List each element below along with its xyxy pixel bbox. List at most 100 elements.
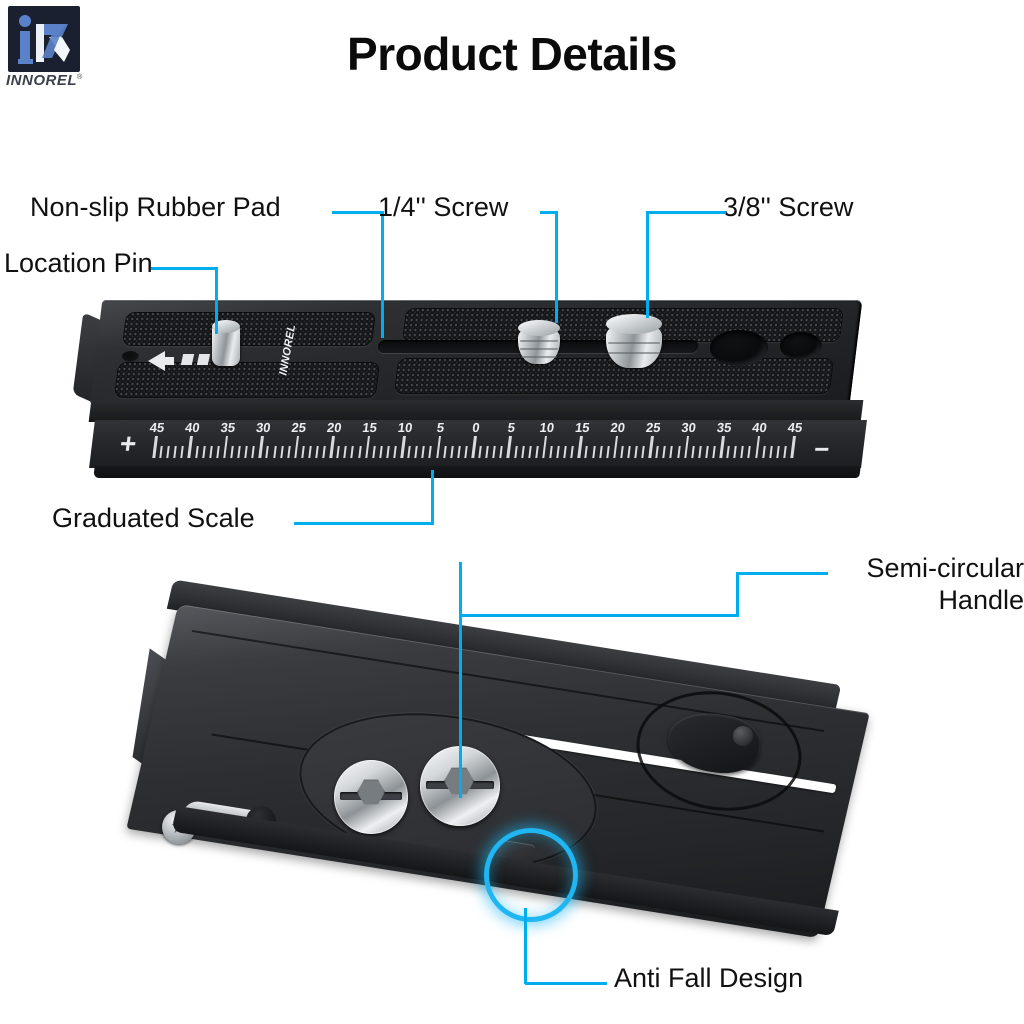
scale-tick-minor — [776, 446, 780, 458]
scale-tick-minor — [478, 446, 482, 458]
scale-tick-minor — [457, 446, 461, 458]
scale-tick-minor — [393, 446, 397, 458]
callout-three-eighths-inch-screw: 3/8'' Screw — [723, 192, 854, 222]
leader-rubber-pad-h — [332, 211, 384, 214]
scale-tick-minor — [591, 446, 596, 458]
scale-tick-minor — [265, 446, 270, 458]
leader-handle-h — [736, 572, 828, 575]
scale-tick-minor — [421, 446, 426, 458]
scale-tick-major — [400, 436, 406, 458]
scale-tick-minor — [208, 446, 213, 458]
scale-number: 40 — [184, 420, 201, 435]
scale-tick-minor — [442, 446, 447, 458]
leader-handle-h2 — [459, 614, 739, 617]
quarter-inch-screw-head — [518, 320, 560, 336]
plate-small-hole — [122, 351, 139, 362]
scale-tick-minor — [740, 446, 745, 458]
scale-tick-minor — [712, 446, 716, 458]
brand-name-text: INNOREL — [6, 72, 77, 89]
anti-fall-highlight-ring — [484, 828, 578, 922]
scale-tick-major — [683, 436, 690, 458]
leader-rubber-pad-v — [381, 211, 384, 338]
scale-number: 25 — [290, 420, 307, 435]
scale-number: 25 — [645, 420, 662, 435]
scale-tick-minor — [372, 446, 376, 458]
scale-tick-major — [719, 436, 725, 458]
scale-tick-minor — [350, 446, 355, 458]
page-title: Product Details — [347, 28, 677, 80]
plate-mount-hole-large — [710, 330, 768, 366]
scale-tick-minor — [620, 446, 624, 458]
leader-quarter-screw-h — [540, 211, 558, 214]
scale-tick-minor — [492, 446, 497, 458]
scale-tick-minor — [180, 446, 185, 458]
scale-number: 15 — [361, 420, 378, 435]
scale-tick-minor — [322, 446, 326, 458]
location-pin-head — [212, 320, 240, 333]
scale-tick-minor — [230, 446, 234, 458]
scale-tick-minor — [159, 446, 163, 458]
scale-minus-sign: − — [812, 434, 832, 464]
quarter-screw-ridge-1 — [520, 340, 558, 342]
scale-tick-minor — [634, 446, 638, 458]
scale-tick-major — [258, 436, 264, 458]
scale-tick-minor — [357, 446, 362, 458]
scale-number: 20 — [326, 420, 343, 435]
handle-knob — [733, 726, 753, 746]
scale-tick-minor — [201, 446, 206, 458]
scale-tick-minor — [691, 446, 695, 458]
scale-tick-minor — [513, 446, 518, 458]
scale-tick-minor — [464, 446, 468, 458]
plate-front-band — [88, 400, 864, 422]
scale-tick-minor — [563, 446, 567, 458]
rubber-pad-bottom-right — [393, 358, 835, 394]
scale-tick-minor — [584, 446, 589, 458]
callout-semi-circular-handle-line1: Semi-circular — [866, 553, 1024, 583]
leader-anti-fall-h — [525, 982, 607, 985]
scale-tick-minor — [662, 446, 667, 458]
scale-number: 0 — [471, 420, 481, 435]
scale-tick-minor — [237, 446, 241, 458]
scale-number: 30 — [255, 420, 272, 435]
callout-location-pin: Location Pin — [4, 248, 153, 278]
leader-graduated-scale-v — [431, 470, 434, 524]
scale-tick-major — [613, 436, 619, 458]
scale-tick-minor — [272, 446, 277, 458]
scale-tick-major — [754, 436, 761, 458]
scale-tick-minor — [251, 446, 255, 458]
scale-tick-minor — [641, 446, 645, 458]
scale-number: 35 — [715, 420, 733, 435]
scale-tick-major — [329, 436, 335, 458]
scale-tick-major — [364, 436, 371, 458]
scale-tick-minor — [705, 446, 709, 458]
scale-tick-minor — [761, 446, 766, 458]
scale-tick-minor — [279, 446, 284, 458]
scale-tick-major — [790, 436, 796, 458]
logo-glyph-ir — [18, 15, 70, 64]
callout-graduated-scale: Graduated Scale — [52, 503, 255, 533]
quarter-screw-ridge-2 — [520, 348, 558, 350]
scale-tick-major — [435, 436, 442, 458]
scale-tick-minor — [499, 446, 504, 458]
scale-tick-minor — [655, 446, 660, 458]
scale-tick-minor — [676, 446, 681, 458]
callout-semi-circular-handle: Semi-circular Handle — [828, 553, 1024, 617]
product-bottom-view-image — [126, 579, 888, 996]
scale-tick-minor — [336, 446, 341, 458]
scale-tick-minor — [386, 446, 390, 458]
leader-anti-fall-v — [524, 908, 527, 984]
scale-tick-minor — [308, 446, 312, 458]
scale-tick-minor — [301, 446, 305, 458]
scale-tick-major — [471, 436, 477, 458]
scale-tick-minor — [485, 446, 489, 458]
leader-location-pin-v — [215, 267, 218, 334]
scale-number: 35 — [219, 420, 237, 435]
leader-location-pin-h — [151, 267, 218, 270]
leader-quarter-screw-v — [555, 211, 558, 323]
scale-number: 45 — [786, 420, 804, 435]
plate-bottom-edge — [93, 466, 861, 478]
scale-number: 5 — [506, 420, 517, 435]
scale-tick-minor — [286, 446, 291, 458]
scale-tick-minor — [570, 446, 574, 458]
